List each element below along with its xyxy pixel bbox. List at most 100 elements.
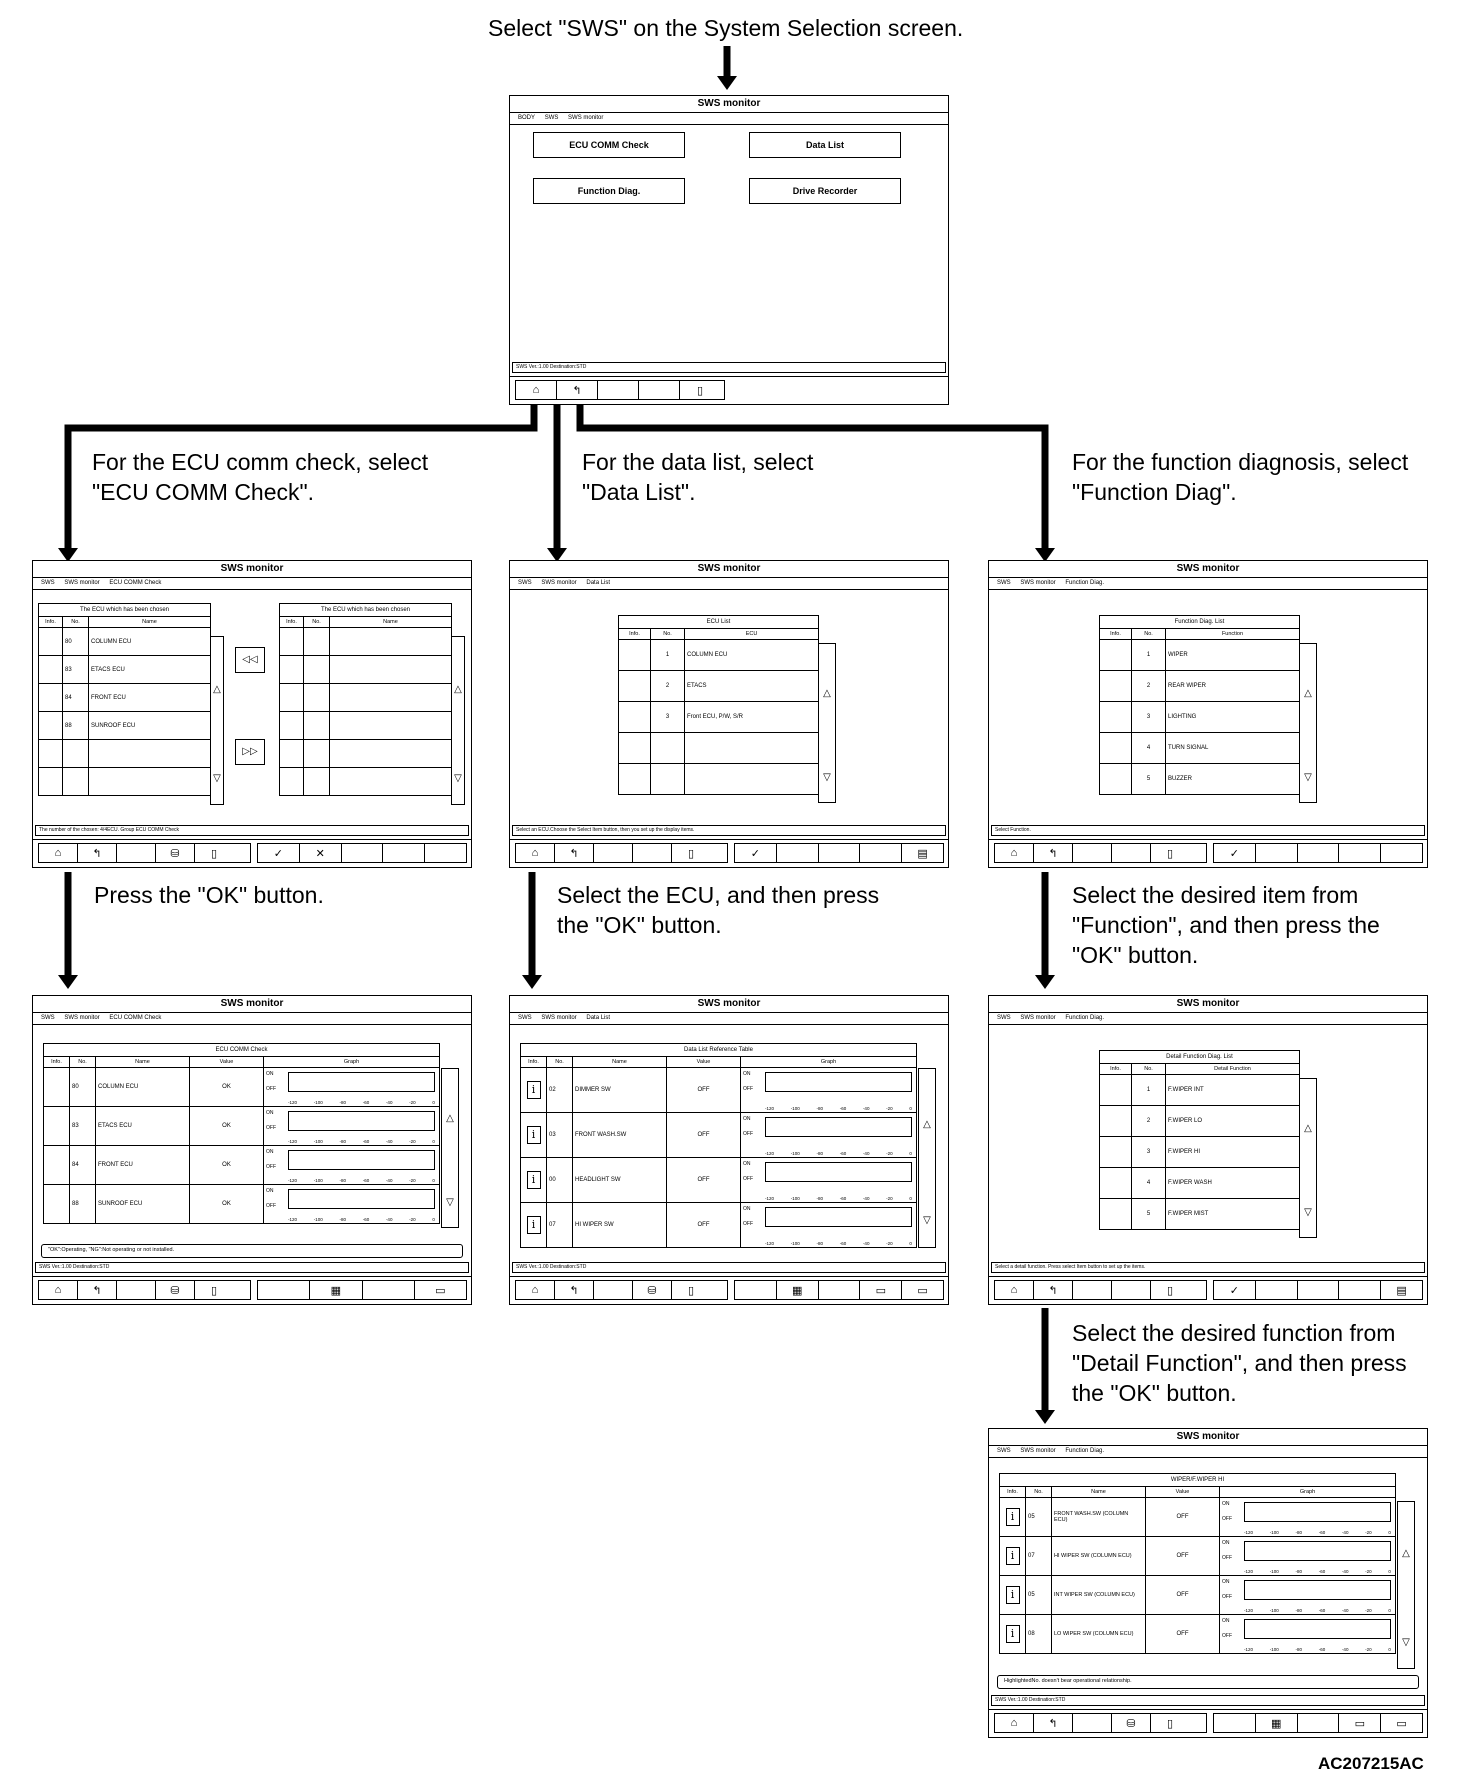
scroll-down-icon[interactable]: ▽ — [213, 772, 221, 784]
home-button[interactable]: ⌂ — [516, 1281, 555, 1299]
select-item-button[interactable]: ▤ — [902, 844, 943, 862]
scroll-down-icon[interactable]: ▽ — [1304, 1207, 1312, 1219]
scroll-up-icon[interactable]: △ — [1402, 1548, 1410, 1560]
info-icon[interactable]: i — [526, 1171, 541, 1189]
back-button[interactable]: ↰ — [1034, 844, 1073, 862]
select-item-button[interactable]: ▤ — [1381, 1281, 1422, 1299]
scroll-up-icon[interactable]: △ — [213, 683, 221, 695]
right-scrollbar[interactable]: △ ▽ — [451, 636, 465, 805]
scroll-up-icon[interactable]: △ — [446, 1113, 454, 1125]
home-button[interactable]: ⌂ — [995, 1714, 1034, 1732]
back-button[interactable]: ↰ — [557, 381, 598, 399]
home-button[interactable]: ⌂ — [995, 844, 1034, 862]
function-diag-button[interactable]: Function Diag. — [533, 178, 685, 204]
info-icon[interactable]: i — [526, 1216, 541, 1234]
move-left-button[interactable]: ◁◁ — [235, 647, 265, 673]
scrollbar[interactable]: △ ▽ — [918, 1068, 936, 1248]
table-view-button[interactable]: ▦ — [1256, 1714, 1298, 1732]
home-button[interactable]: ⌂ — [39, 1281, 78, 1299]
home-button[interactable]: ⌂ — [39, 844, 78, 862]
ok-button[interactable]: ✓ — [258, 844, 300, 862]
save-button[interactable]: ⛁ — [633, 1281, 672, 1299]
scroll-up-icon[interactable]: △ — [454, 683, 462, 695]
scroll-down-icon[interactable]: ▽ — [1304, 772, 1312, 784]
info-icon[interactable]: i — [1005, 1586, 1020, 1604]
split-view-button[interactable]: ▭ — [1381, 1714, 1422, 1732]
scroll-down-icon[interactable]: ▽ — [823, 772, 831, 784]
data-list-button[interactable]: Data List — [749, 132, 901, 158]
ok-button[interactable]: ✓ — [1214, 1281, 1256, 1299]
split-view-button[interactable]: ▭ — [902, 1281, 943, 1299]
notes-button[interactable]: ▯ — [672, 844, 710, 862]
back-button[interactable]: ↰ — [1034, 1281, 1073, 1299]
save-button[interactable]: ⛁ — [156, 1281, 195, 1299]
back-button[interactable]: ↰ — [555, 1281, 594, 1299]
notes-button[interactable]: ▯ — [672, 1281, 710, 1299]
notes-button[interactable]: ▯ — [1151, 1714, 1189, 1732]
table-view-button[interactable]: ▦ — [310, 1281, 363, 1299]
graph-view-button[interactable]: ▭ — [860, 1281, 903, 1299]
home-button[interactable]: ⌂ — [995, 1281, 1034, 1299]
scroll-up-icon[interactable]: △ — [1304, 688, 1312, 700]
left-scrollbar[interactable]: △ ▽ — [210, 636, 224, 805]
cancel-button[interactable]: ✕ — [300, 844, 342, 862]
back-button[interactable]: ↰ — [555, 844, 594, 862]
scroll-up-icon[interactable]: △ — [1304, 1123, 1312, 1135]
scroll-down-icon[interactable]: ▽ — [923, 1214, 931, 1226]
save-button[interactable]: ⛁ — [156, 844, 195, 862]
graph-view-button[interactable]: ▭ — [1339, 1714, 1382, 1732]
drive-recorder-button[interactable]: Drive Recorder — [749, 178, 901, 204]
notes-button[interactable]: ▯ — [1151, 1281, 1189, 1299]
ok-button[interactable]: ✓ — [1214, 844, 1256, 862]
info-icon[interactable]: i — [1005, 1508, 1020, 1526]
info-icon[interactable]: i — [1005, 1625, 1020, 1643]
ecu-comm-check-button[interactable]: ECU COMM Check — [533, 132, 685, 158]
scroll-down-icon[interactable]: ▽ — [446, 1197, 454, 1209]
info-icon[interactable]: i — [526, 1081, 541, 1099]
scroll-down-icon[interactable]: ▽ — [1402, 1637, 1410, 1649]
move-right-button[interactable]: ▷▷ — [235, 739, 265, 765]
scrollbar[interactable]: △ ▽ — [818, 643, 836, 803]
home-button[interactable]: ⌂ — [516, 844, 555, 862]
notes-button[interactable]: ▯ — [680, 381, 720, 399]
info-icon[interactable]: i — [526, 1126, 541, 1144]
home-button[interactable]: ⌂ — [516, 381, 557, 399]
scrollbar[interactable]: △ ▽ — [441, 1068, 459, 1228]
scroll-up-icon[interactable]: △ — [823, 688, 831, 700]
scrollbar[interactable]: △ ▽ — [1299, 1078, 1317, 1238]
notes-button[interactable]: ▯ — [195, 844, 233, 862]
save-button[interactable]: ⛁ — [1112, 1714, 1151, 1732]
scrollbar[interactable]: △ ▽ — [1397, 1501, 1415, 1669]
ok-button[interactable]: ✓ — [735, 844, 777, 862]
scrollbar[interactable]: △ ▽ — [1299, 643, 1317, 803]
notes-button[interactable]: ▯ — [195, 1281, 233, 1299]
back-button[interactable]: ↰ — [78, 844, 117, 862]
info-icon[interactable]: i — [1005, 1547, 1020, 1565]
scroll-up-icon[interactable]: △ — [923, 1118, 931, 1130]
